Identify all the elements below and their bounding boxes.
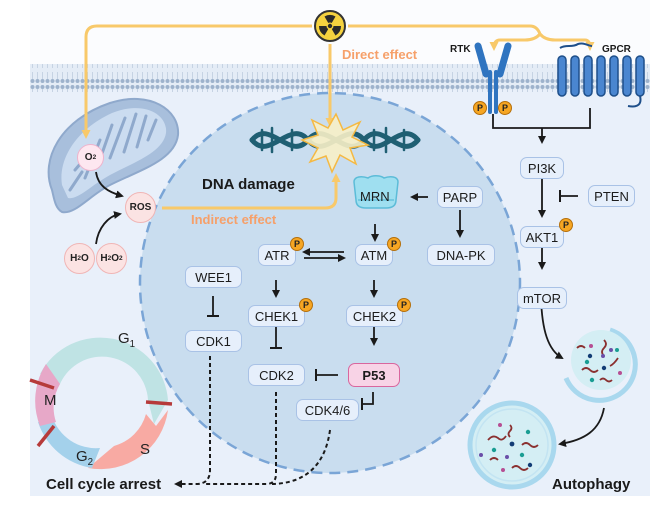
cell-cycle-arrest-connectors [174,356,331,488]
radiation-to-mitochondrion [81,24,312,139]
radiation-paths [81,24,595,210]
checkpoint-g1-s [145,400,173,406]
phase-g2-sub: 2 [87,457,94,468]
phase-m-segment [35,364,60,426]
cell-cycle-ring [29,337,173,470]
checkpoint-g2-m-lower [36,424,56,448]
phospho-badge-atm: P [387,237,401,251]
phospho-badge-rtk-right: P [498,101,512,115]
h2o-o: O [81,253,89,264]
radiation-to-receptors [348,24,542,35]
h2o2-sub2: 2 [119,255,123,262]
phospho-badge-rtk-left: P [473,101,487,115]
node-cdk46: CDK4/6 [296,399,359,421]
phospho-badge-chek1: P [299,298,313,312]
mrn-complex-icon [353,175,399,209]
nucleus [138,91,522,475]
node-atr: ATR [258,244,296,266]
o2-text: O [84,152,93,163]
h2o2-sub1: 2 [107,255,112,262]
phase-m-name: M [44,392,57,409]
phospho-badge-chek2: P [397,298,411,312]
node-dnapk: DNA-PK [427,244,495,266]
phase-m-label: M [44,392,57,409]
node-atm: ATM [355,244,393,266]
autophagy-label: Autophagy [552,476,631,493]
phase-s-name: S [140,441,151,458]
h2o2-o: O [111,253,119,264]
rtk-receptor-icon [474,42,512,114]
indirect-effect-label: Indirect effect [191,212,277,227]
phase-g1-label: G1 [118,330,135,350]
node-akt1: AKT1 [520,226,564,248]
node-p53: P53 [348,363,400,387]
cell-cycle-arrest-label: Cell cycle arrest [46,476,162,493]
direct-effect-label: Direct effect [342,47,418,62]
node-pi3k: PI3K [520,157,564,179]
autolysosome-icon [467,400,557,490]
phase-s-label: S [140,441,150,458]
phase-g2-name: G [76,448,88,465]
node-pten: PTEN [588,185,635,207]
node-wee1: WEE1 [185,266,242,288]
phospho-badge-atr: P [290,237,304,251]
h2o-h: H [70,253,78,264]
node-parp: PARP [437,186,483,208]
radiation-hazard-icon [314,10,346,42]
ros-molecule: ROS [125,192,156,223]
mrn-label: MRN [360,189,390,204]
gpcr-receptor-icon [557,42,645,108]
receptor-merge-connector [492,108,591,144]
phase-s-segment [88,410,168,470]
cell-membrane-lipids [30,64,650,92]
ros-to-dna-indirect [162,173,341,210]
gpcr-label: GPCR [602,44,631,55]
node-chek2: CHEK2 [346,305,403,327]
damage-burst-icon [300,112,371,174]
phase-g2-label: G2 [76,448,93,468]
rtk-label: RTK [450,44,471,55]
phase-g1-name: G [118,330,130,347]
o2-subscript: 2 [92,154,97,161]
autophagosome-icon [563,327,638,403]
checkpoint-g2-m [29,378,55,390]
node-cdk1: CDK1 [185,330,242,352]
node-mtor: mTOR [517,287,567,309]
phase-g1-segment [40,337,168,424]
phospho-badge-akt1: P [559,218,573,232]
h2o2-h: H [100,253,108,264]
h2o-sub: 2 [77,255,82,262]
phase-g1-sub: 1 [129,339,136,350]
dna-damage-label: DNA damage [202,176,295,193]
node-chek1: CHEK1 [248,305,305,327]
node-cdk2: CDK2 [248,364,305,386]
ros-text: ROS [129,202,152,213]
